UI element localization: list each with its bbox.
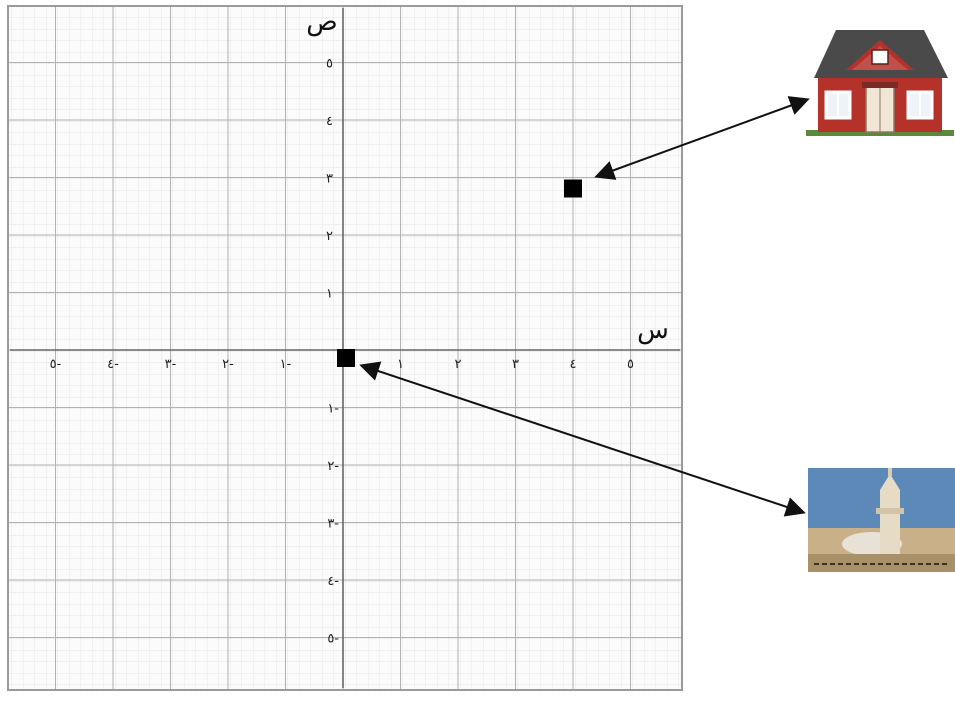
house-point [564,180,582,198]
y-tick-label: ٤- [327,574,339,589]
x-tick-label: ١- [280,357,292,372]
y-axis-label: ص [306,7,337,37]
y-tick-label: ١- [327,402,339,417]
y-tick-label: ٣- [327,517,339,532]
house-picture [806,30,954,136]
y-tick-label: ٢ [326,229,333,244]
x-tick-label: ١ [397,357,404,372]
y-tick-label: ١ [326,287,333,302]
y-tick-label: ٥- [327,632,339,647]
x-tick-label: ٥- [50,357,62,372]
x-tick-label: ٤- [107,357,119,372]
x-axis-label: س [637,315,669,345]
y-tick-label: ٢- [327,459,339,474]
mosque-picture [808,468,955,572]
minor-grid [8,6,682,690]
x-tick-label: ٢- [222,357,234,372]
x-tick-label: ٢ [455,357,462,372]
x-tick-label: ٥ [627,357,634,372]
y-tick-label: ٣ [326,172,333,187]
x-tick-label: ٣ [512,357,519,372]
y-tick-label: ٥ [326,57,333,72]
mosque-point [337,349,355,367]
y-tick-label: ٤ [326,114,333,129]
x-tick-label: ٣- [165,357,177,372]
x-tick-label: ٤ [570,357,577,372]
